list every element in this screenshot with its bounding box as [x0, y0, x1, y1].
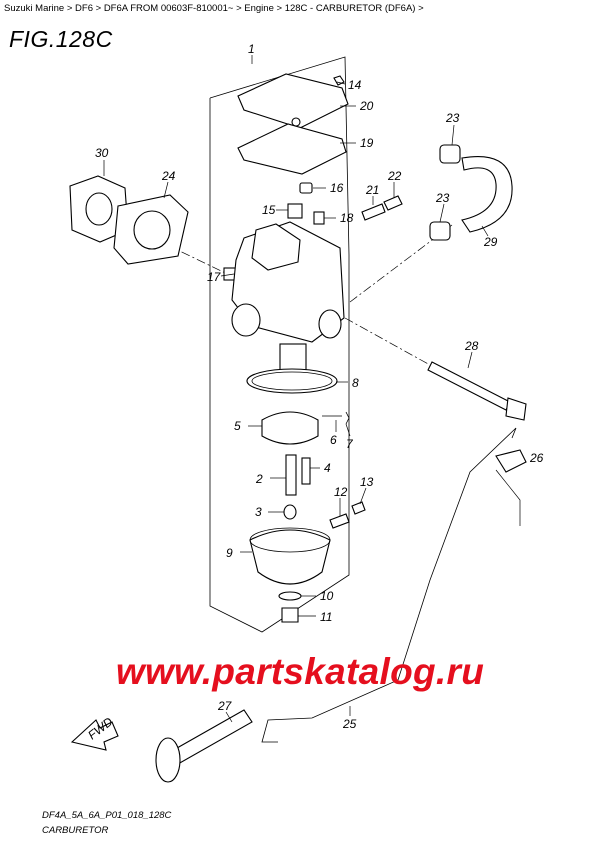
breadcrumb-df6a-range[interactable]: DF6A FROM 00603F-810001~	[103, 3, 234, 14]
callout-14: 14	[348, 78, 362, 92]
breadcrumb-df6[interactable]: DF6	[75, 3, 93, 14]
part-3-main-jet	[283, 504, 297, 520]
breadcrumb: Suzuki Marine > DF6 > DF6A FROM 00603F-8…	[4, 3, 424, 14]
callout-7: 7	[346, 437, 354, 451]
part-16-plug	[299, 182, 313, 194]
part-26-rod-clip	[495, 449, 527, 473]
part-9-float-bowl-rim	[249, 527, 331, 553]
figure-title: FIG.128C	[9, 26, 113, 52]
part-21-spring	[361, 203, 386, 221]
callout-11: 11	[320, 610, 332, 624]
callout-20: 20	[359, 99, 374, 113]
part-29-fuel-hose	[461, 156, 513, 233]
callout-28: 28	[464, 339, 479, 353]
breadcrumb-separator: >	[273, 3, 283, 14]
part-24-gasket-bore	[133, 210, 171, 250]
callout-13: 13	[360, 475, 374, 489]
callout-1: 1	[248, 42, 255, 56]
carburetor-outlet-bore	[318, 309, 342, 339]
part-9-float-bowl	[249, 529, 331, 585]
part-12-spring	[329, 513, 350, 529]
part-30-insulator-bore	[85, 192, 113, 226]
assembly-frame	[209, 56, 350, 633]
part-5-float	[261, 411, 319, 445]
callout-25: 25	[342, 717, 357, 731]
breadcrumb-separator: >	[233, 3, 242, 14]
callout-2: 2	[255, 472, 263, 486]
callout-8: 8	[352, 376, 359, 390]
part-23-clip-upper	[439, 144, 461, 164]
callout-3: 3	[255, 505, 262, 519]
callout-17: 17	[207, 270, 222, 284]
carburetor-throttle-lever	[251, 223, 301, 271]
part-8-o-ring-inner	[251, 371, 333, 391]
part-25-choke-rod	[261, 427, 517, 743]
callout-24: 24	[161, 169, 176, 183]
callout-30: 30	[95, 146, 109, 160]
part-14-screw	[333, 75, 345, 86]
callout-5: 5	[234, 419, 241, 433]
callout-labels: 1 2 3 4 5 6 7 8 9 10 11 12 13 14 15 16 1…	[95, 42, 544, 731]
fwd-arrow-icon	[70, 719, 119, 751]
part-7-clip	[345, 411, 350, 425]
callout-6: 6	[330, 433, 337, 447]
breadcrumb-separator: >	[64, 3, 73, 14]
part-4-needle-valve	[301, 457, 311, 485]
breadcrumb-engine[interactable]: Engine	[244, 3, 274, 14]
callout-21: 21	[365, 183, 379, 197]
callout-23-upper: 23	[445, 111, 460, 125]
part-18-spring	[313, 211, 325, 225]
part-10-gasket	[278, 591, 302, 601]
part-19-gasket	[237, 123, 347, 175]
drawing-code: DF4A_5A_6A_P01_018_128C	[42, 810, 172, 821]
callout-27: 27	[217, 699, 233, 713]
breadcrumb-suzuki-marine[interactable]: Suzuki Marine	[4, 3, 65, 14]
callout-12: 12	[334, 485, 348, 499]
callout-10: 10	[320, 589, 334, 603]
part-15-spring	[287, 203, 303, 219]
watermark-text: www.partskatalog.ru	[115, 651, 485, 692]
callout-18: 18	[340, 211, 354, 225]
callout-19: 19	[360, 136, 374, 150]
callout-26: 26	[529, 451, 544, 465]
breadcrumb-separator: >	[92, 3, 102, 14]
breadcrumb-trailing: >	[415, 3, 424, 14]
part-2-jet	[285, 454, 297, 496]
part-28-bolt-head	[505, 397, 527, 421]
part-26-bracket-lines	[495, 469, 521, 526]
carburetor-intake-bore	[231, 303, 261, 337]
part-27-choke-knob	[155, 737, 181, 783]
callout-9: 9	[226, 546, 233, 560]
part-13-screw	[351, 501, 366, 515]
part-20-hole	[291, 117, 301, 127]
part-8-o-ring	[246, 368, 338, 394]
callout-16: 16	[330, 181, 344, 195]
callout-22: 22	[387, 169, 402, 183]
part-27-choke-knob-shaft	[169, 709, 253, 765]
callout-4: 4	[324, 461, 331, 475]
leader-lines	[103, 55, 489, 723]
drawing-name: CARBURETOR	[42, 825, 109, 836]
part-28-bolt	[427, 361, 511, 411]
part-11-drain-bolt	[281, 607, 299, 623]
callout-23-lower: 23	[435, 191, 450, 205]
part-20-gasket	[237, 73, 349, 129]
breadcrumb-current: 128C - CARBURETOR (DF6A)	[284, 3, 416, 14]
part-22-screw	[383, 195, 403, 211]
callout-29: 29	[483, 235, 498, 249]
callout-15: 15	[262, 203, 276, 217]
centerline-bolt-28	[344, 317, 431, 366]
part-23-clip-lower	[429, 221, 451, 241]
